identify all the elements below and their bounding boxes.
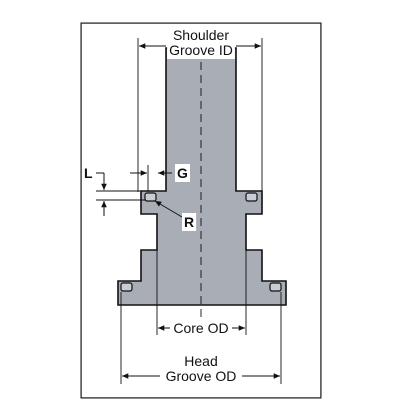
shoulder-label-line2: Groove ID: [169, 42, 233, 58]
head-groove-left: [120, 282, 133, 292]
label-knockout: [175, 164, 190, 182]
r-label: R: [184, 214, 194, 230]
label-knockout: [171, 319, 231, 337]
shoulder-label-line1: Shoulder: [173, 27, 229, 43]
label-knockout: [82, 164, 95, 182]
label-knockout: [163, 367, 239, 385]
part-outline: [117, 47, 287, 306]
label-knockout: [170, 26, 232, 44]
head-od-label-line1: Head: [184, 353, 217, 369]
core-od-label: Core OD: [173, 320, 228, 336]
label-knockout: [167, 41, 235, 59]
g-label: G: [177, 165, 188, 181]
shoulder-groove-left: [144, 192, 157, 202]
label-knockout: [182, 213, 197, 231]
shoulder-groove-right: [245, 192, 258, 202]
label-knockout: [182, 352, 220, 370]
head-groove-right: [269, 282, 282, 292]
head-od-label-line2: Groove OD: [166, 368, 237, 384]
l-label: L: [84, 165, 93, 181]
r-leader-line: [154, 200, 183, 218]
